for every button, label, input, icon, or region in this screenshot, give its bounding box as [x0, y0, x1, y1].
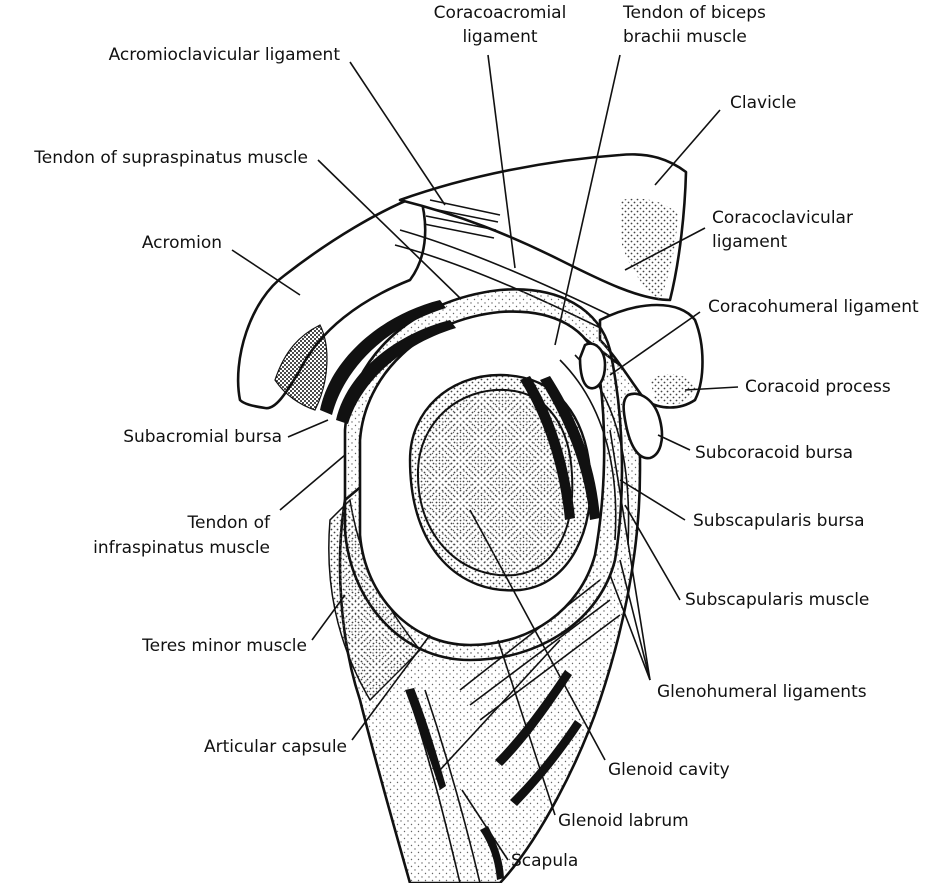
label-subscapularis-muscle: Subscapularis muscle: [685, 590, 869, 610]
glenoid-cavity: [416, 388, 574, 577]
anatomy-illustration: [236, 153, 704, 883]
label-subscapularis-bursa: Subscapularis bursa: [693, 511, 865, 531]
label-tendon-infraspinatus-line1: Tendon of: [187, 513, 272, 533]
acromion-dark-region: [274, 324, 328, 411]
label-subcoracoid-bursa: Subcoracoid bursa: [695, 443, 853, 463]
clavicle-shape: [398, 153, 688, 302]
label-coracohumeral-ligament: Coracohumeral ligament: [708, 297, 919, 317]
label-acromion: Acromion: [142, 233, 222, 253]
subacromial-bursa-bands: [320, 300, 456, 424]
label-glenoid-cavity: Glenoid cavity: [608, 760, 730, 780]
label-tendon-supraspinatus: Tendon of supraspinatus muscle: [33, 148, 308, 168]
label-glenoid-labrum: Glenoid labrum: [558, 811, 689, 831]
subcoracoid-bursa-shape: [622, 392, 664, 460]
label-teres-minor: Teres minor muscle: [141, 636, 307, 656]
clavicle-stipple: [620, 198, 678, 300]
label-subacromial-bursa: Subacromial bursa: [123, 427, 282, 447]
label-acromioclavicular-ligament: Acromioclavicular ligament: [109, 45, 341, 65]
label-articular-capsule: Articular capsule: [204, 737, 347, 757]
label-coracoclavicular-ligament-line2: ligament: [712, 232, 787, 252]
labels: Coracoacromial ligament Tendon of biceps…: [33, 3, 919, 871]
label-tendon-infraspinatus-line2: infraspinatus muscle: [93, 538, 270, 558]
acromioclavicular-ligament-hatch: [423, 199, 501, 239]
scapula-fibers: [405, 579, 621, 883]
label-coracoacromial-ligament-line1: Coracoacromial: [434, 3, 567, 23]
label-coracoid-process: Coracoid process: [745, 377, 891, 397]
biceps-tendon: [578, 342, 607, 390]
acromion-shape: [236, 193, 427, 410]
label-coracoclavicular-ligament-line1: Coracoclavicular: [712, 208, 853, 228]
label-coracoacromial-ligament-line2: ligament: [462, 27, 537, 47]
label-tendon-biceps-line2: brachii muscle: [623, 27, 747, 47]
label-clavicle: Clavicle: [730, 93, 796, 113]
coracoid-stipple: [650, 374, 696, 405]
leader-lines: [231, 54, 739, 861]
label-tendon-biceps-line1: Tendon of biceps: [622, 3, 766, 23]
label-glenohumeral-ligaments: Glenohumeral ligaments: [657, 682, 867, 702]
label-scapula: Scapula: [511, 851, 578, 871]
